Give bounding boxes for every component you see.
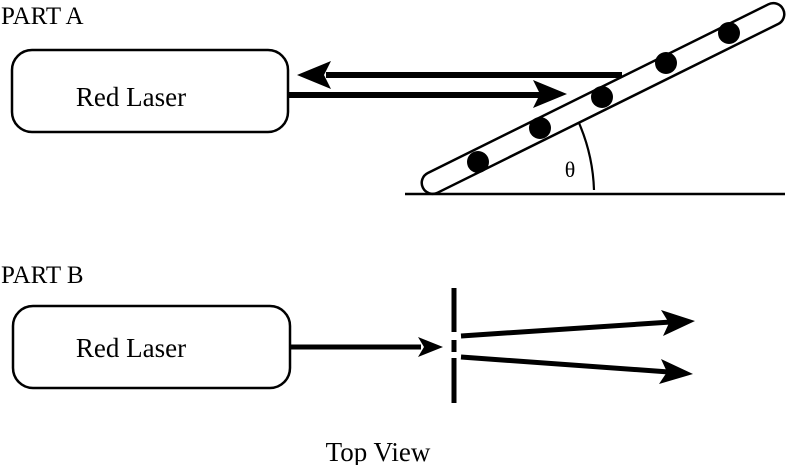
theta-label: θ: [565, 157, 576, 182]
ruler-dot-4: [655, 52, 677, 74]
part-a-label: PART A: [1, 3, 84, 30]
laser-box-a: [10, 48, 290, 134]
ruler-dot-3: [591, 86, 613, 108]
diverging-beam-lower-arrow-icon: [460, 354, 693, 384]
part-b-label: PART B: [1, 262, 84, 289]
top-view-caption: Top View: [326, 437, 431, 465]
diverging-beam-upper-arrow-icon: [460, 310, 695, 339]
part-a-section: PART A Red Laser: [1, 1, 786, 196]
incident-beam-arrow-icon: [288, 80, 567, 108]
ruler-dot-2: [529, 117, 551, 139]
beam-to-slit-arrow-icon: [290, 337, 443, 357]
laser-box-a-label: Red Laser: [76, 82, 186, 112]
angle-arc: [577, 122, 596, 191]
part-b-section: PART B Red Laser: [1, 262, 695, 465]
reflected-beam-arrow-icon: [297, 61, 622, 89]
laser-box-b-label: Red Laser: [76, 333, 186, 363]
ruler-dot-5: [718, 22, 740, 44]
ruler-dot-1: [467, 151, 489, 173]
